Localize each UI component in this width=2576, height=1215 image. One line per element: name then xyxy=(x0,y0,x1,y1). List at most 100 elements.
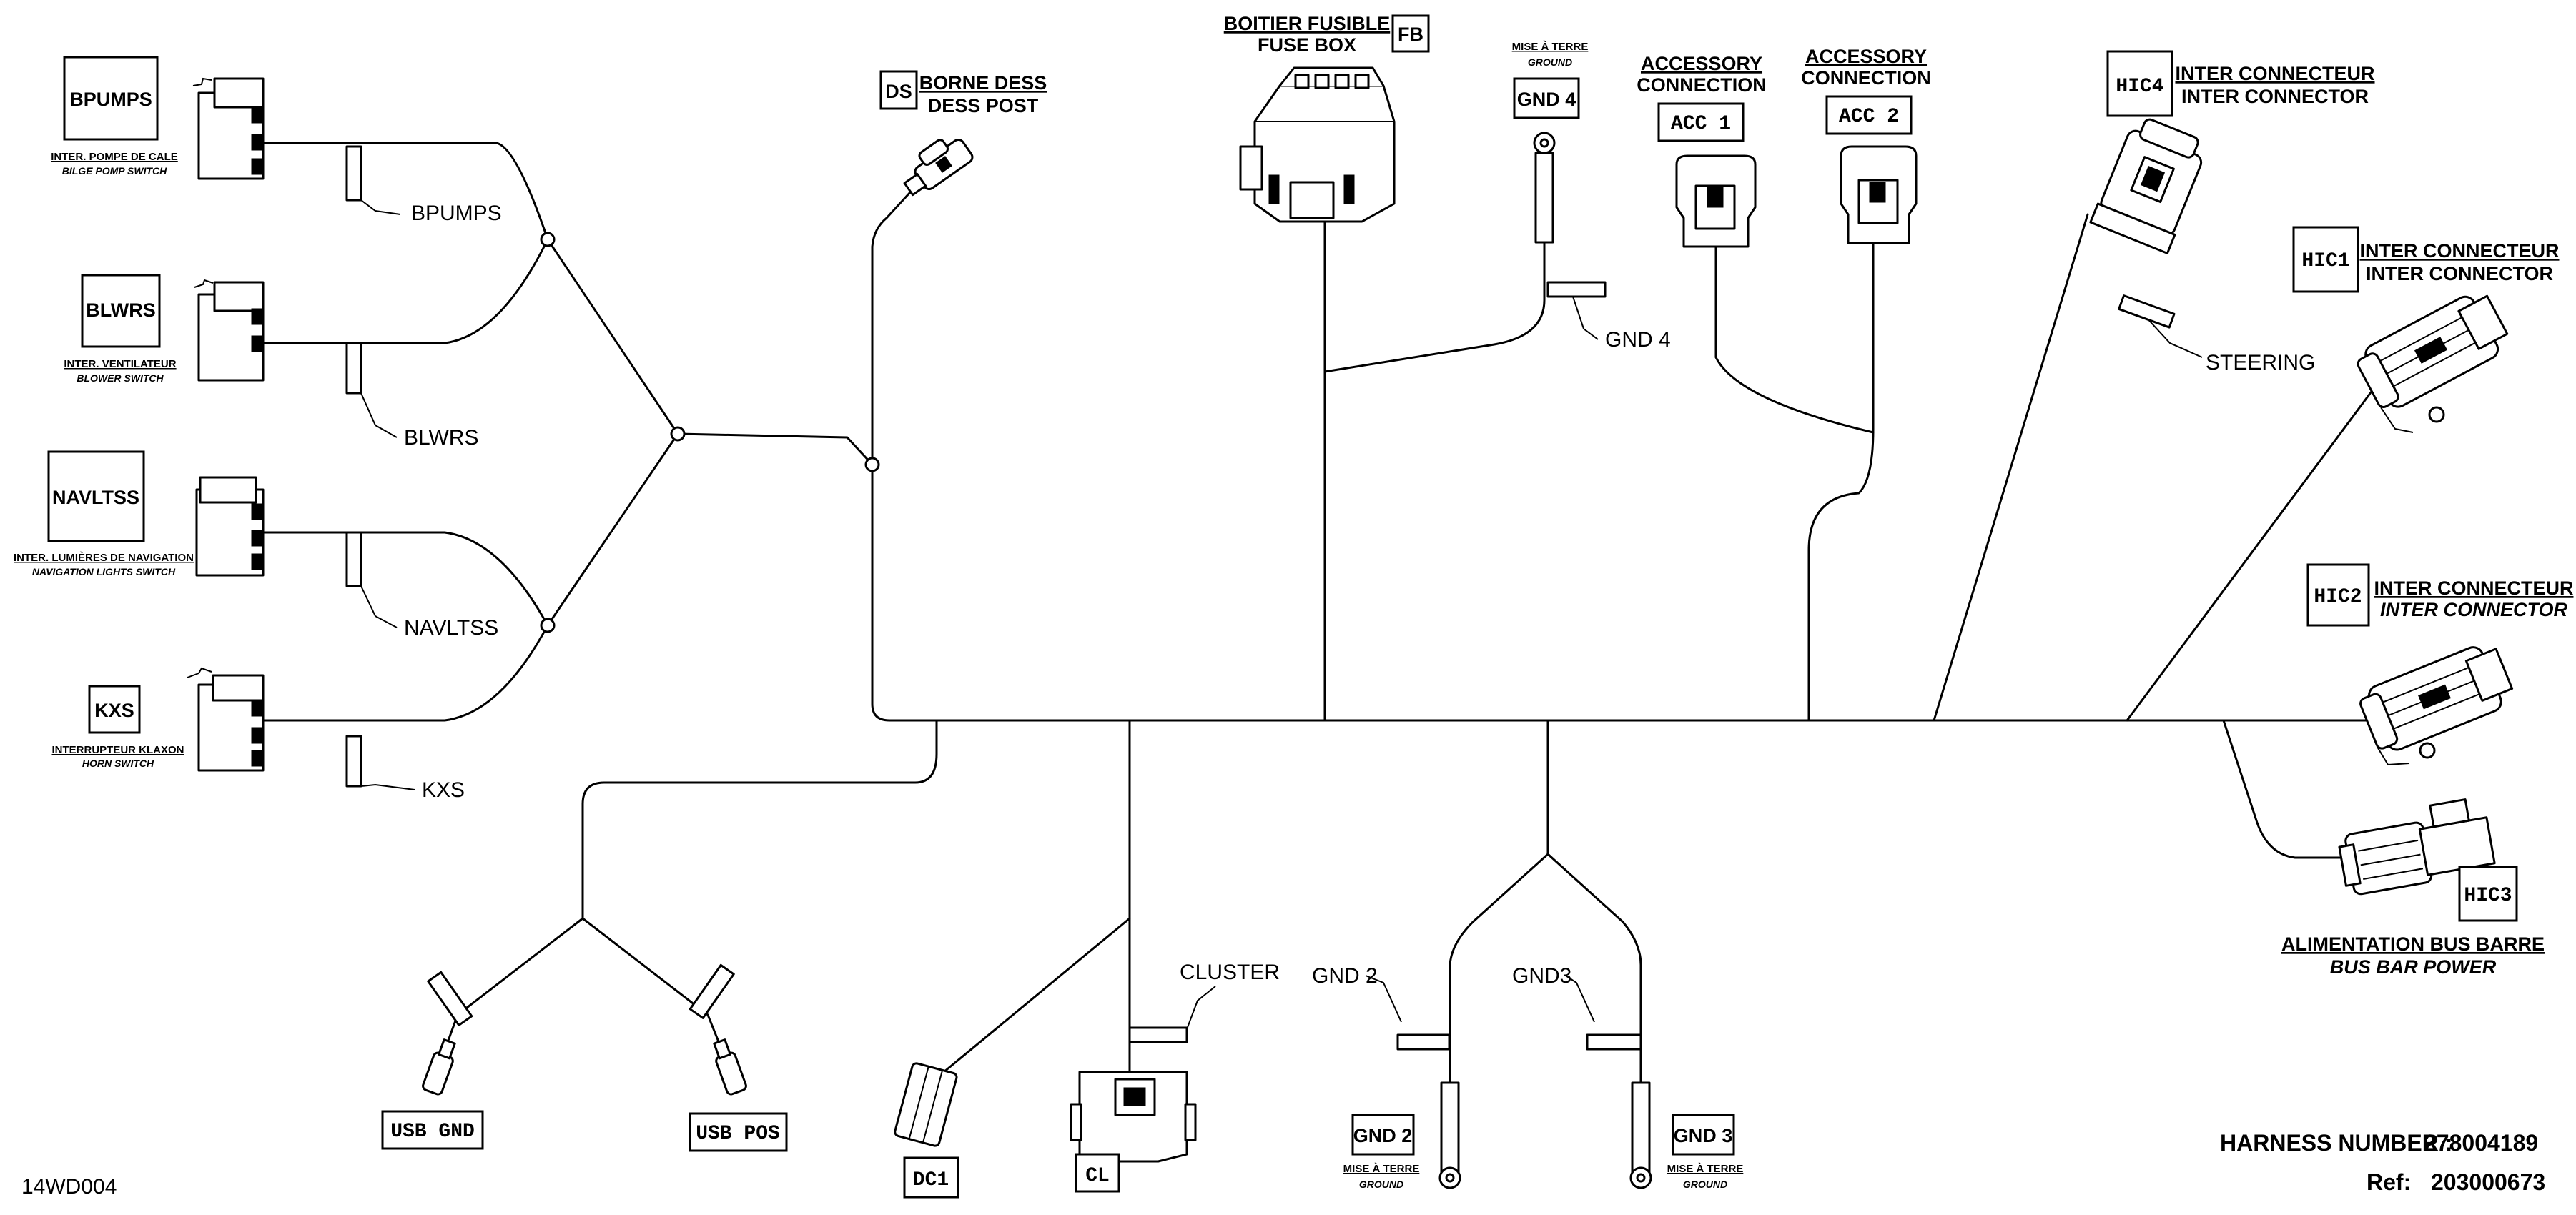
document-code: 14WD004 xyxy=(21,1175,117,1199)
kxs-code-box xyxy=(88,685,141,734)
gnd3-code-box xyxy=(1672,1114,1735,1156)
ground-ring-terminal-icon xyxy=(1533,132,1556,244)
kxs-title-fr: INTERRUPTEUR KLAXON xyxy=(51,744,184,756)
blwrs-code: BLWRS xyxy=(86,299,156,321)
usb-pos-code-box xyxy=(689,1112,788,1152)
navltss-code: NAVLTSS xyxy=(52,487,139,508)
steering-wire-label: STEERING xyxy=(2206,351,2315,375)
cluster-wire-label: CLUSTER xyxy=(1180,961,1280,984)
cl-code-box xyxy=(1075,1153,1120,1193)
hic3-title-en: BUS BAR POWER xyxy=(2330,956,2497,978)
gnd2-code: GND 2 xyxy=(1353,1125,1413,1146)
fuse-box-icon xyxy=(1239,66,1396,223)
gnd2-code-box xyxy=(1351,1114,1415,1156)
wire-tag xyxy=(2118,294,2176,329)
hic2-title-fr: INTER CONNECTEUR xyxy=(2374,577,2573,599)
fb-code-box xyxy=(1391,14,1430,53)
dc1-code: DC1 xyxy=(913,1169,949,1191)
hic2-code: HIC2 xyxy=(2314,586,2362,608)
ds-component: DS BORNE DESS DESS POST xyxy=(879,70,1047,197)
gnd4-code-box xyxy=(1513,77,1580,119)
gnd2-title-en: GROUND xyxy=(1359,1179,1403,1190)
acc2-component: ACCESSORY CONNECTION ACC 2 xyxy=(1801,46,1931,244)
wire-tag xyxy=(1128,1026,1188,1043)
navltss-code-box xyxy=(47,450,145,542)
ds-title-fr: BORNE DESS xyxy=(919,72,1047,94)
kxs-title-en: HORN SWITCH xyxy=(82,758,154,769)
dc1-connector-icon xyxy=(894,1062,958,1147)
wire-tag xyxy=(1586,1033,1642,1051)
acc2-title-line2: CONNECTION xyxy=(1801,67,1931,89)
acc1-code: ACC 1 xyxy=(1671,113,1731,135)
gnd3-component: GND3 GND 3 MISE À TERRE GROUND xyxy=(1512,964,1743,1190)
harness-number: 278004189 xyxy=(2424,1130,2538,1156)
usb-terminal-icon xyxy=(713,1038,747,1096)
fb-component: BOITIER FUSIBLE FUSE BOX FB xyxy=(1224,13,1430,223)
rocker-switch-icon xyxy=(192,77,265,180)
usb-gnd-component: USB GND xyxy=(381,971,484,1150)
usb-gnd-code-box xyxy=(381,1110,484,1150)
rocker-switch-icon xyxy=(194,279,265,382)
bpumps-title-en: BILGE POMP SWITCH xyxy=(62,165,167,177)
junction-node xyxy=(540,232,556,247)
wire-tag xyxy=(345,735,362,788)
hic4-code-box xyxy=(2106,50,2173,117)
gnd4-title-en: GROUND xyxy=(1528,56,1572,68)
ds-code: DS xyxy=(885,81,912,102)
acc2-title-line1: ACCESSORY xyxy=(1805,46,1927,67)
kxs-component: KXS INTERRUPTEUR KLAXON HORN SWITCH KXS xyxy=(51,667,465,802)
navltss-component: NAVLTSS INTER. LUMIÈRES DE NAVIGATION NA… xyxy=(14,450,498,640)
bpumps-code: BPUMPS xyxy=(69,89,152,110)
wire-to-ds xyxy=(871,174,927,470)
hic4-component: HIC4 INTER CONNECTEUR INTER CONNECTOR ST… xyxy=(2089,50,2375,375)
gnd4-code: GND 4 xyxy=(1517,89,1576,110)
hic1-component: HIC1 INTER CONNECTEUR INTER CONNECTOR xyxy=(2292,226,2560,433)
hic3-code-box xyxy=(2458,866,2518,922)
dc1-component: DC1 xyxy=(894,1062,959,1199)
ref-label: Ref: xyxy=(2367,1169,2411,1195)
gnd2-title-fr: MISE À TERRE xyxy=(1343,1163,1420,1175)
bpumps-component: BPUMPS INTER. POMPE DE CALE BILGE POMP S… xyxy=(51,56,502,225)
hic2-component: HIC2 INTER CONNECTEUR INTER CONNECTOR xyxy=(2306,563,2574,766)
wire-tag xyxy=(345,145,362,202)
navltss-title-en: NAVIGATION LIGHTS SWITCH xyxy=(32,566,176,577)
cl-component: CLUSTER CL xyxy=(1070,961,1280,1193)
bpumps-title-fr: INTER. POMPE DE CALE xyxy=(51,151,178,163)
junction-node xyxy=(670,426,686,442)
harness-number-label: HARNESS NUMBER : xyxy=(2220,1130,2452,1156)
hic1-title-fr: INTER CONNECTEUR xyxy=(2359,240,2559,262)
gnd4-wire-label: GND 4 xyxy=(1605,328,1671,352)
wire-tag xyxy=(689,963,735,1019)
usb-terminal-icon xyxy=(422,1038,456,1096)
wire-tag xyxy=(1546,281,1607,298)
hic2-title-en: INTER CONNECTOR xyxy=(2380,599,2568,620)
blwrs-component: BLWRS INTER. VENTILATEUR BLOWER SWITCH B… xyxy=(64,274,478,450)
bus-bar-connector-icon xyxy=(2338,798,2496,896)
fb-title-fr: BOITIER FUSIBLE xyxy=(1224,13,1391,34)
wire-tag xyxy=(1396,1033,1451,1051)
hic3-title-fr: ALIMENTATION BUS BARRE xyxy=(2281,933,2545,955)
navltss-wire-label: NAVLTSS xyxy=(404,616,498,640)
gnd3-title-fr: MISE À TERRE xyxy=(1667,1163,1744,1175)
gnd3-title-en: GROUND xyxy=(1683,1179,1727,1190)
fb-code: FB xyxy=(1398,24,1423,45)
wire-tag xyxy=(427,971,473,1026)
hic3-component: HIC3 ALIMENTATION BUS BARRE BUS BAR POWE… xyxy=(2281,798,2545,978)
wire-tag xyxy=(345,342,362,395)
gnd4-component: MISE À TERRE GROUND GND 4 GND 4 xyxy=(1512,41,1671,352)
hic4-code: HIC4 xyxy=(2116,76,2163,98)
rocker-switch-icon xyxy=(195,476,265,577)
hic1-code-box xyxy=(2292,226,2359,293)
gnd3-wire-label: GND3 xyxy=(1512,964,1571,988)
blwrs-code-box xyxy=(81,274,161,348)
hic4-title-en: INTER CONNECTOR xyxy=(2181,86,2369,107)
hic1-code: HIC1 xyxy=(2301,250,2349,272)
blwrs-title-en: BLOWER SWITCH xyxy=(77,372,164,384)
bpumps-code-box xyxy=(63,56,159,141)
gnd4-title-fr: MISE À TERRE xyxy=(1512,41,1589,53)
ds-title-en: DESS POST xyxy=(928,95,1039,116)
hic3-code: HIC3 xyxy=(2464,885,2512,907)
dess-post-icon xyxy=(903,138,974,197)
gnd3-code: GND 3 xyxy=(1674,1125,1733,1146)
